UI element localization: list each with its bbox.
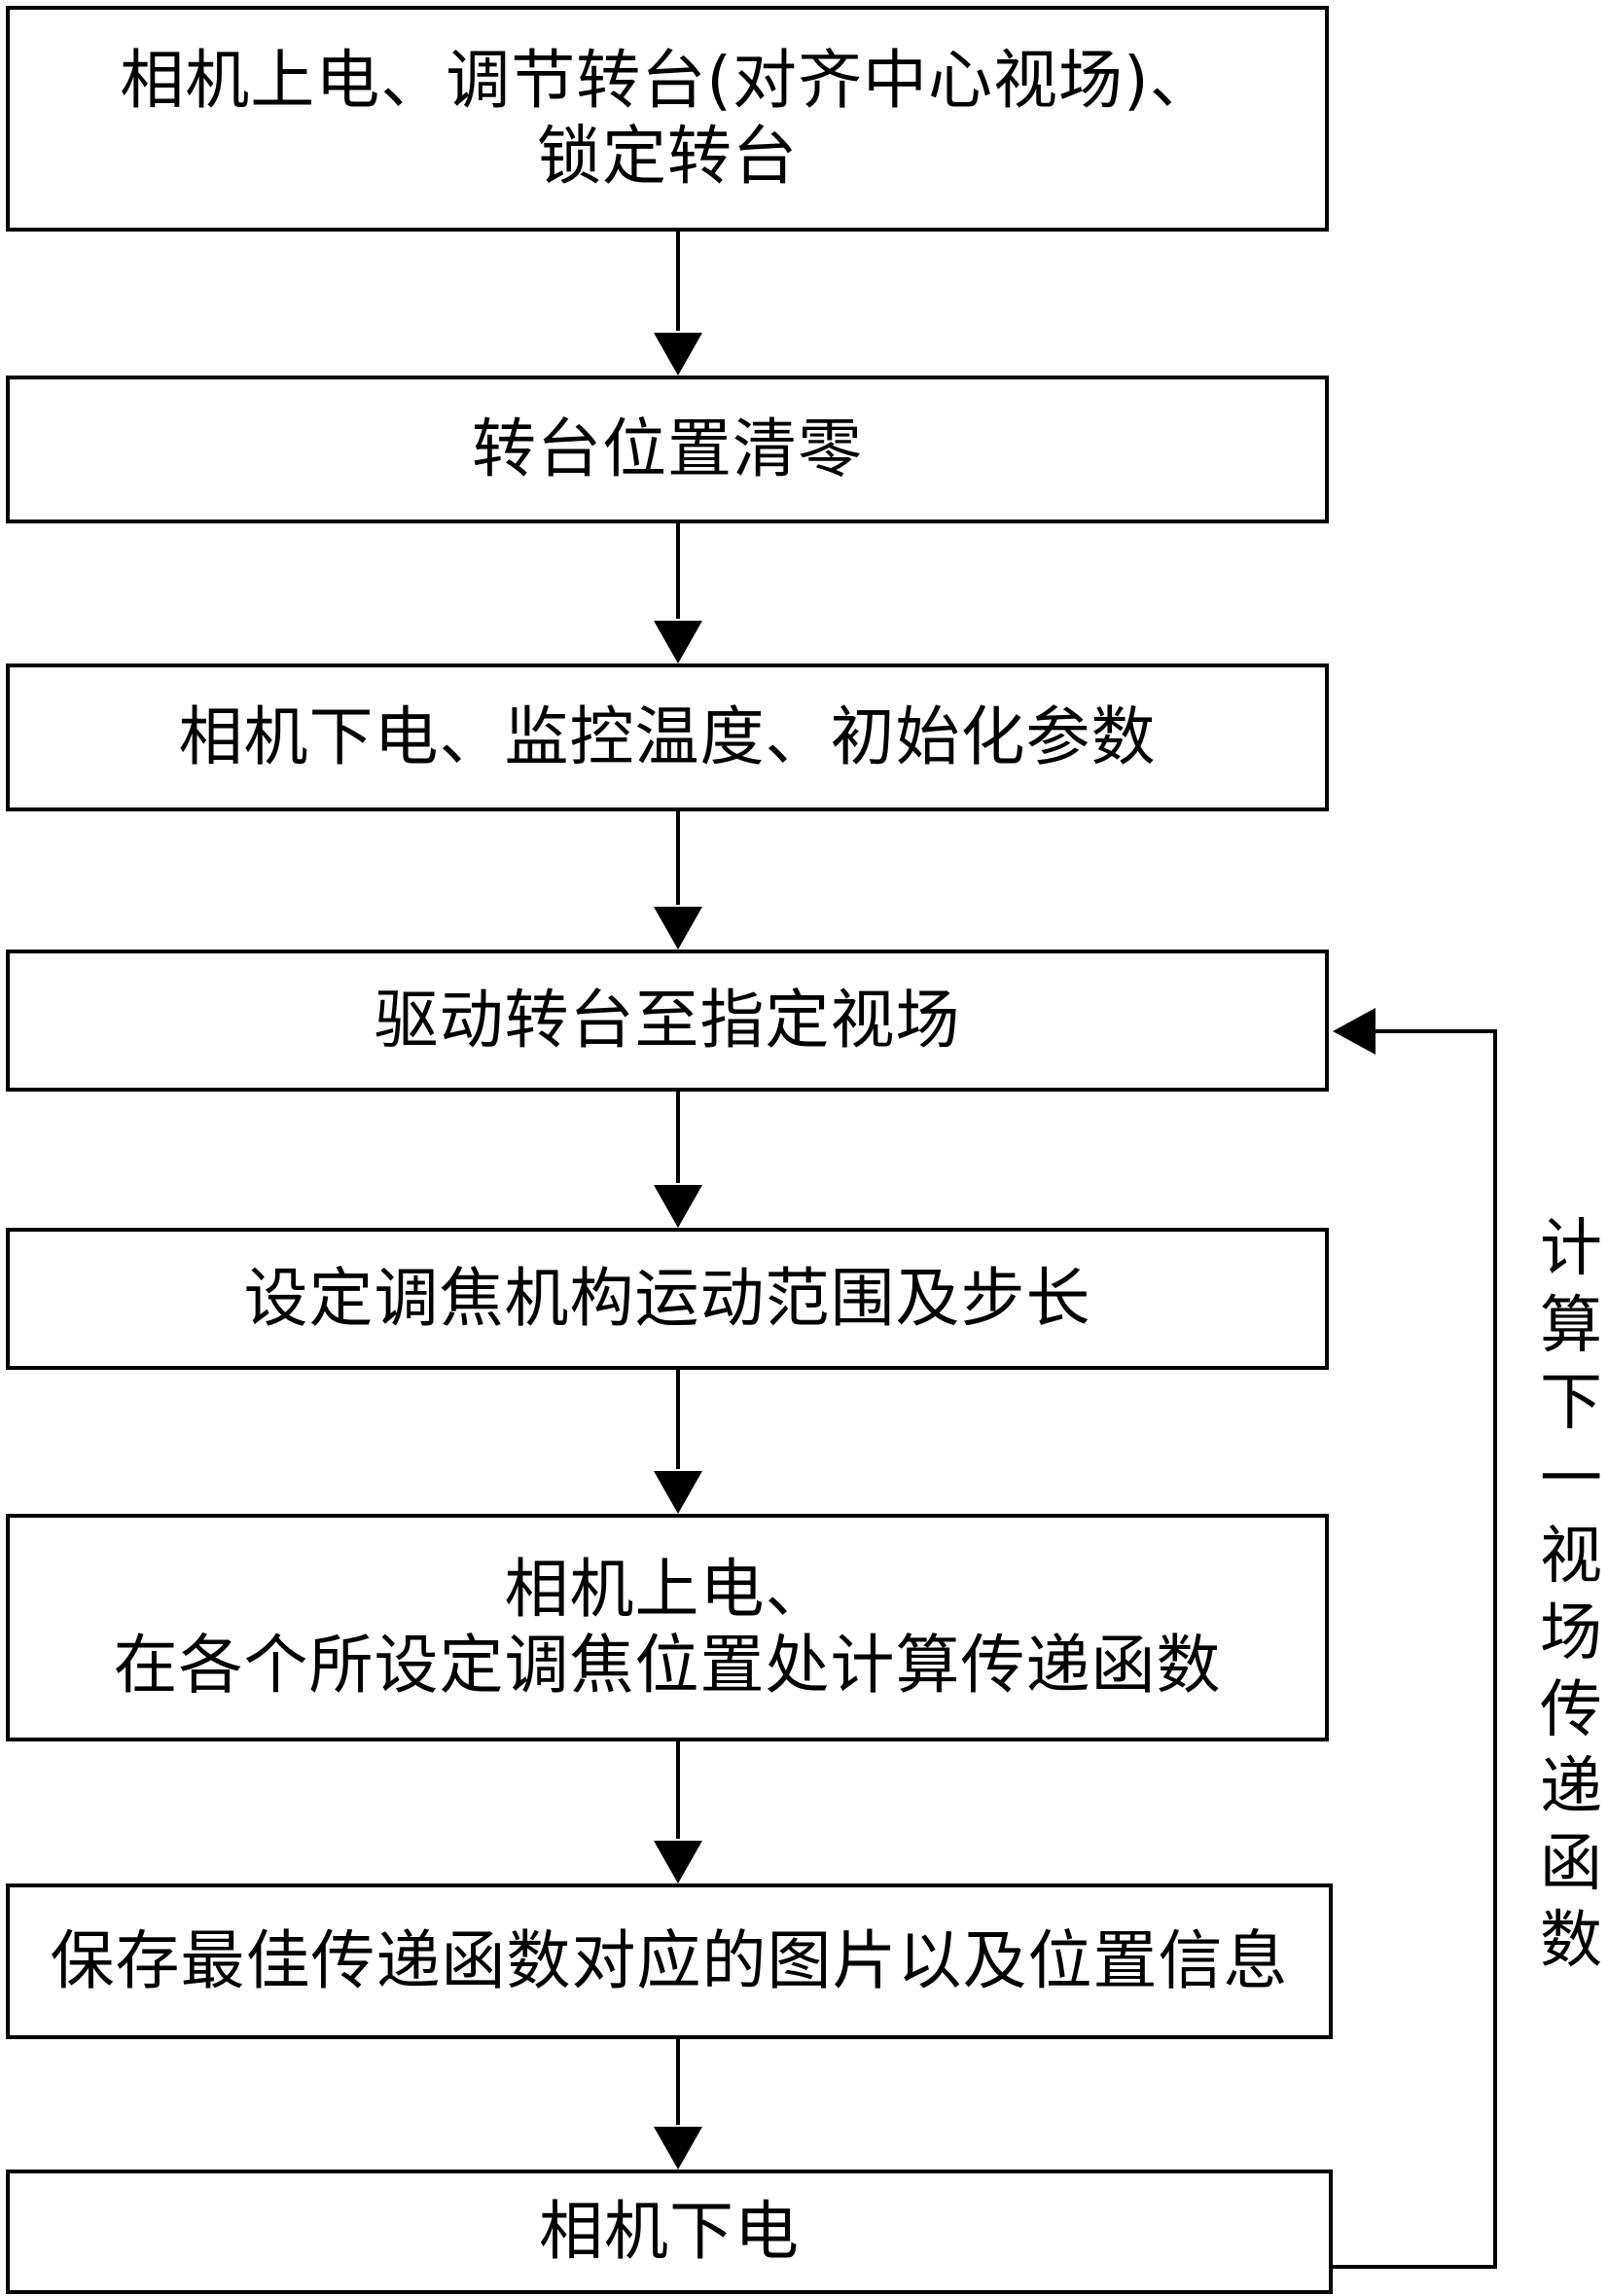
step-box-drive-turntable: 驱动转台至指定视场 [6,950,1329,1092]
step-text: 保存最佳传递函数对应的图片以及位置信息 [50,1923,1289,1998]
arrow-5-6 [654,1370,702,1514]
loop-label-char: 视 [1540,1521,1602,1593]
arrow-2-3 [654,523,702,664]
loop-label-char: 下 [1540,1367,1602,1439]
step-box-power-off-monitor: 相机下电、监控温度、初始化参数 [6,664,1329,811]
loop-label-char: 场 [1540,1597,1602,1669]
arrow-4-5 [654,1092,702,1228]
loop-arrow [1333,1008,1497,2269]
step-text: 设定调焦机构运动范围及步长 [243,1261,1091,1336]
step-box-power-off: 相机下电 [6,2170,1333,2294]
step-text: 相机上电、 [504,1552,831,1627]
step-text: 转台位置清零 [472,412,863,486]
loop-label-char: 算 [1540,1290,1602,1362]
arrow-1-2 [654,230,702,376]
step-text: 相机上电、调节转台(对齐中心视场)、 [120,43,1215,118]
loop-label-char: 数 [1540,1905,1602,1977]
step-text: 相机下电 [539,2194,800,2269]
step-box-save-best: 保存最佳传递函数对应的图片以及位置信息 [6,1883,1333,2039]
step-box-set-focus-range: 设定调焦机构运动范围及步长 [6,1228,1329,1370]
arrow-3-4 [654,811,702,950]
loop-label-char: 一 [1540,1444,1602,1516]
step-text: 驱动转台至指定视场 [374,983,961,1058]
step-text: 相机下电、监控温度、初始化参数 [178,700,1157,774]
step-box-reset-position: 转台位置清零 [6,376,1329,523]
step-text: 在各个所设定调焦位置处计算传递函数 [113,1628,1222,1703]
step-box-compute-transfer: 相机上电、 在各个所设定调焦位置处计算传递函数 [6,1514,1329,1741]
arrow-6-7 [654,1741,702,1883]
loop-label: 计 算 下 一 视 场 传 递 函 数 [1539,1211,1603,1980]
loop-label-char: 函 [1540,1828,1602,1900]
loop-label-char: 递 [1540,1751,1602,1823]
loop-label-char: 传 [1540,1674,1602,1746]
step-text: 锁定转台 [537,119,798,194]
loop-label-char: 计 [1540,1213,1602,1285]
step-box-power-on-adjust: 相机上电、调节转台(对齐中心视场)、 锁定转台 [6,6,1329,232]
arrow-7-8 [654,2039,702,2170]
